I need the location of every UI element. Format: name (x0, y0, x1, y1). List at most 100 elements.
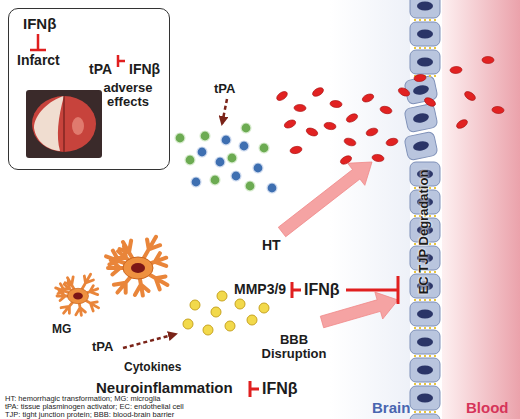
brain-side-shade (330, 0, 410, 419)
red-blood-cell (423, 96, 437, 108)
red-blood-cell (492, 106, 505, 114)
tight-junction (414, 19, 436, 21)
red-blood-cell (455, 118, 469, 130)
red-blood-cell (361, 92, 375, 103)
compartment-label: Blood (466, 400, 509, 417)
inhibitor-label: IFNβ (262, 380, 298, 398)
red-blood-cell (330, 100, 343, 108)
red-blood-cell (463, 90, 477, 103)
brain-tissue (32, 96, 96, 152)
cell-body (410, 330, 440, 354)
mmp-particle-green (200, 131, 210, 141)
drug-label: tPA (89, 62, 112, 77)
cell-nucleus (417, 394, 433, 403)
drug-label: tPA (92, 340, 113, 354)
cell-nucleus (417, 30, 433, 39)
endothelial-cell (410, 414, 440, 419)
cell-body (410, 358, 440, 382)
endothelial-cells (404, 0, 440, 419)
red-blood-cell (323, 122, 336, 131)
tpa-dashed-arrow (222, 99, 227, 124)
cytokine-particle (203, 325, 213, 335)
red-blood-cell (289, 145, 302, 154)
cell-nucleus (417, 2, 433, 11)
tpa-dashed-arrow (123, 334, 176, 348)
mmp-particle-green (259, 143, 269, 153)
inhibitor-label: IFNβ (23, 16, 56, 33)
cell-type-label: MG (52, 323, 71, 336)
inhibition-bar (250, 381, 259, 397)
cell-nucleus (412, 140, 430, 152)
mmp-particle-green (227, 153, 237, 163)
inhibition-bar (292, 282, 301, 298)
inhibition-bar (30, 34, 46, 50)
brain-midline (63, 96, 64, 152)
abbreviation-note: TJP: tight junction protein; BBB: blood-… (5, 411, 174, 419)
cytokine-particle (235, 299, 245, 309)
cell-nucleus (412, 84, 430, 96)
brain-structure (72, 117, 84, 135)
microglia-body (68, 288, 89, 303)
mmp-particle-green (185, 155, 195, 165)
red-blood-cell (345, 112, 359, 124)
red-blood-cell (482, 56, 494, 63)
mmp-particle-green (241, 123, 251, 133)
inhibition-bar (346, 276, 398, 304)
cytokine-particle (259, 303, 269, 313)
cell-body (410, 50, 440, 74)
red-blood-cell (414, 74, 427, 82)
red-blood-cell (311, 86, 325, 98)
mmp-particle-green (210, 175, 220, 185)
cell-nucleus (417, 338, 433, 347)
outcome-label: Infarct (17, 53, 60, 68)
cell-nucleus (417, 58, 433, 67)
red-blood-cell (275, 90, 289, 103)
inset-box: IFNβInfarcttPAIFNβadverse effects (8, 8, 170, 170)
cell-body (410, 414, 440, 419)
cell-body (410, 0, 440, 18)
cytokine-particle (183, 319, 193, 329)
endothelial-band: EC TJP Degradation (404, 0, 444, 419)
red-blood-cell (343, 137, 357, 147)
red-blood-cell (294, 104, 306, 111)
protease-label: MMP3/9 (234, 282, 286, 297)
cell-nucleus (417, 366, 433, 375)
endothelial-cell (404, 131, 438, 161)
microglia-nucleus (73, 293, 83, 300)
microglia-cell (56, 274, 99, 315)
mmp-particle-green (245, 181, 255, 191)
endothelial-cell (410, 50, 440, 74)
tight-junction (414, 327, 436, 329)
cell-nucleus (417, 310, 433, 319)
cell-nucleus (412, 112, 430, 124)
endothelial-cell (410, 386, 440, 410)
drug-label: tPA (214, 82, 235, 96)
outcome-label: HT (262, 238, 281, 253)
tight-junction (414, 411, 436, 413)
mmp-particle-blue (231, 171, 241, 181)
mmp-particle-green (175, 133, 185, 143)
mmp-particle-blue (239, 141, 249, 151)
tight-junction (414, 383, 436, 385)
microglia-body (123, 257, 153, 279)
mmp-particle-blue (215, 157, 225, 167)
tight-junction (414, 355, 436, 357)
brain-slice-photo (26, 90, 102, 158)
red-blood-cell (305, 127, 319, 138)
endothelial-cell (410, 330, 440, 354)
endothelial-cell (410, 358, 440, 382)
cell-body (410, 22, 440, 46)
cytokine-particle (217, 291, 227, 301)
cell-body (410, 386, 440, 410)
abbreviation-note: tPA: tissue plasminogen activator; EC: e… (5, 403, 184, 411)
outcome-label: adverse effects (93, 81, 163, 110)
tight-junction (414, 299, 436, 301)
red-blood-cell (365, 127, 379, 138)
mmp-particle-blue (267, 183, 277, 193)
vertical-band-label: EC TJP Degradation (417, 170, 431, 295)
outcome-label: BBB Disruption (256, 333, 332, 362)
red-blood-cell (372, 154, 385, 163)
red-blood-cell (283, 118, 297, 129)
